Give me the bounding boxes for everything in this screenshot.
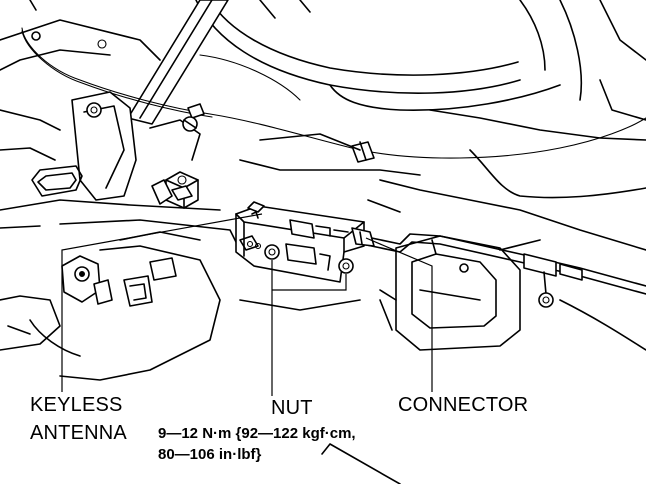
keyless-antenna-unit [235, 201, 375, 283]
carrier-bar [127, 0, 229, 125]
keyless-antenna-callout-line2: ANTENNA [30, 422, 127, 444]
nut-leader [271, 260, 347, 396]
connector-callout: CONNECTOR [398, 394, 529, 416]
connector-leader [365, 237, 433, 392]
left-lower-clip [0, 255, 177, 357]
tie-down-loop [31, 165, 83, 197]
floor-panel [0, 79, 646, 381]
torque-spec-line2: 80—106 in·lbf} [158, 446, 262, 463]
mounting-bolts [151, 171, 199, 209]
torque-spec-line1: 9—12 N·m {92—122 kgf·cm, [158, 425, 356, 442]
spare-tire [195, 0, 646, 112]
lower-body-lines [239, 299, 646, 484]
hinge-bracket [71, 91, 201, 201]
keyless-antenna-callout-line1: KEYLESS [30, 394, 123, 416]
nut-callout: NUT [271, 397, 313, 419]
leader-lines [61, 213, 433, 396]
antenna-wire [21, 27, 646, 163]
keyless-antenna-leader [61, 213, 263, 392]
upper-left-panel [0, 0, 161, 161]
